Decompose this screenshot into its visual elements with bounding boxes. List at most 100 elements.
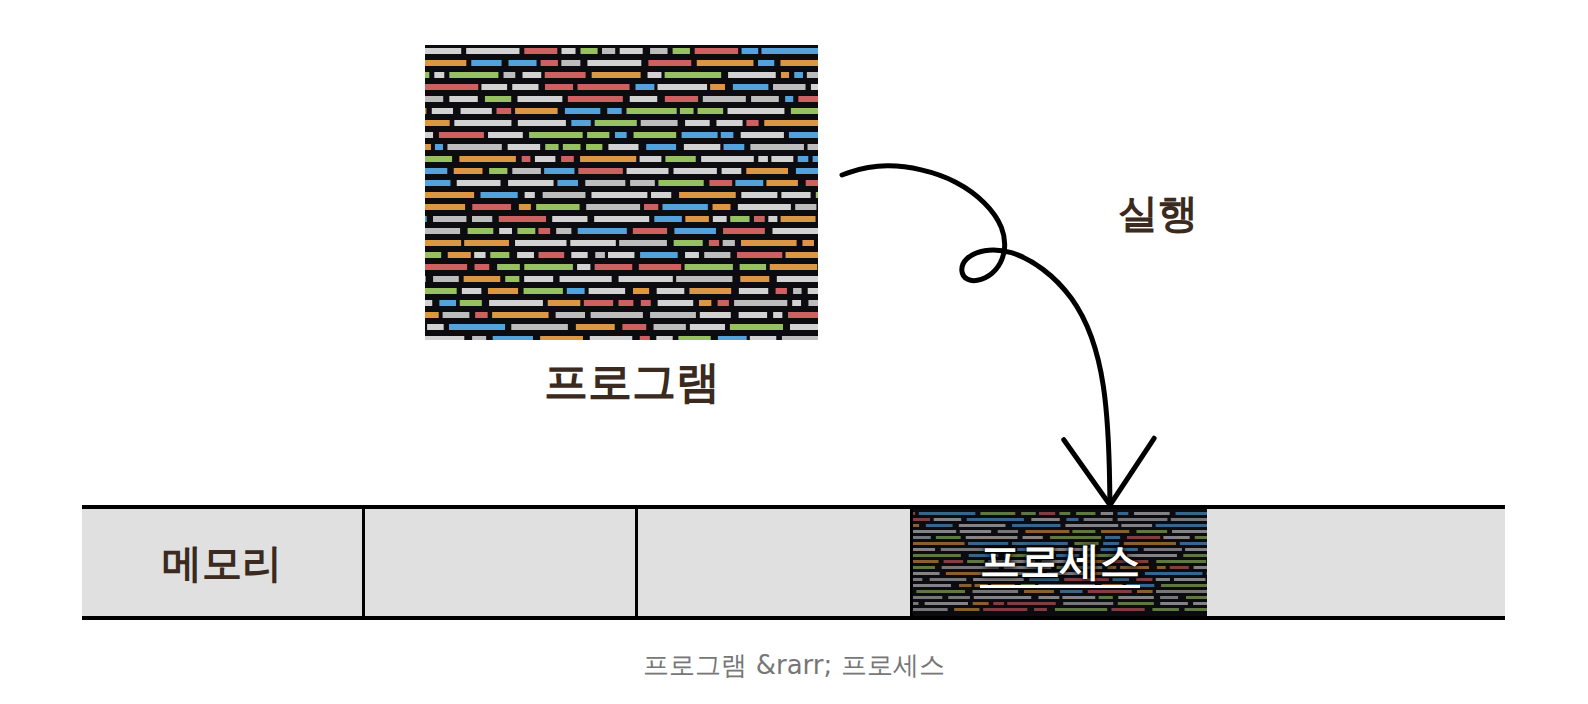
code-glyphs	[449, 72, 498, 78]
code-glyphs	[934, 518, 962, 521]
code-glyphs	[425, 228, 460, 234]
code-glyphs	[998, 530, 1018, 533]
code-glyphs	[798, 156, 809, 162]
code-glyphs	[517, 252, 534, 258]
code-glyphs	[585, 180, 625, 186]
program-card: 프로그램	[425, 45, 838, 410]
code-glyphs	[768, 216, 777, 222]
code-glyphs	[766, 180, 797, 186]
code-glyphs	[785, 96, 793, 102]
code-glyphs	[565, 108, 600, 114]
code-glyphs	[913, 548, 935, 551]
code-glyphs	[1118, 602, 1154, 605]
code-glyphs	[425, 216, 427, 222]
code-glyphs	[697, 60, 754, 66]
code-glyphs	[552, 216, 587, 222]
code-glyphs	[658, 180, 703, 186]
code-glyphs	[721, 132, 734, 138]
code-glyphs	[1121, 524, 1152, 527]
code-glyphs	[425, 180, 450, 186]
code-glyphs	[543, 192, 586, 198]
code-glyphs	[993, 602, 1004, 605]
code-glyphs	[761, 48, 818, 54]
code-glyphs	[1156, 524, 1207, 527]
code-glyphs	[648, 60, 691, 66]
code-glyphs	[788, 312, 818, 318]
code-glyphs	[615, 132, 627, 138]
code-glyphs	[619, 240, 667, 246]
code-glyphs	[773, 84, 805, 90]
code-glyphs	[1207, 572, 1208, 575]
code-glyphs	[425, 336, 464, 340]
code-glyphs	[730, 324, 783, 330]
code-glyphs	[630, 96, 658, 102]
code-glyphs	[913, 560, 939, 563]
code-glyphs	[493, 336, 533, 340]
code-glyphs	[1157, 566, 1166, 569]
code-glyphs	[771, 156, 793, 162]
code-glyphs	[1180, 542, 1207, 545]
code-glyphs	[658, 300, 694, 306]
code-glyphs	[425, 252, 441, 258]
code-glyphs	[524, 48, 557, 54]
code-glyphs	[557, 180, 578, 186]
code-glyphs	[425, 276, 426, 282]
code-glyphs	[633, 228, 667, 234]
code-glyphs	[563, 144, 581, 150]
code-glyphs	[699, 300, 711, 306]
code-glyphs	[545, 144, 558, 150]
code-glyphs	[620, 48, 643, 54]
code-glyphs	[508, 180, 553, 186]
code-glyphs	[607, 108, 621, 114]
code-glyphs	[522, 156, 531, 162]
code-glyphs	[723, 228, 765, 234]
code-glyphs	[781, 72, 789, 78]
code-glyphs	[474, 252, 485, 258]
code-glyphs	[674, 168, 717, 174]
code-glyphs	[425, 96, 443, 102]
code-glyphs	[718, 300, 729, 306]
code-glyphs	[662, 204, 707, 210]
code-glyphs	[427, 324, 444, 330]
code-glyphs	[1063, 602, 1113, 605]
process-label: 프로세스	[980, 537, 1140, 588]
code-glyphs	[695, 48, 738, 54]
code-glyphs	[724, 144, 745, 150]
code-glyphs	[930, 578, 967, 581]
code-glyphs	[524, 276, 553, 282]
code-glyphs	[913, 536, 931, 539]
code-glyphs	[425, 48, 461, 54]
code-glyphs	[738, 204, 791, 210]
code-glyphs	[567, 288, 585, 294]
code-glyphs	[644, 204, 658, 210]
code-glyphs	[959, 584, 971, 587]
code-glyphs	[665, 156, 695, 162]
code-glyphs	[449, 324, 505, 330]
code-glyphs	[750, 336, 776, 340]
code-glyphs	[657, 288, 685, 294]
code-glyphs	[425, 168, 447, 174]
code-glyphs	[723, 240, 735, 246]
code-glyphs	[457, 180, 501, 186]
code-glyphs	[658, 84, 708, 90]
code-glyphs	[540, 336, 583, 340]
code-glyphs	[798, 96, 818, 102]
code-glyphs	[973, 590, 1019, 593]
memory-label: 메모리	[82, 535, 362, 590]
code-glyphs	[1072, 530, 1095, 533]
code-glyphs	[740, 264, 766, 270]
code-glyphs	[454, 120, 511, 126]
code-glyphs	[700, 312, 731, 318]
code-glyphs	[580, 156, 636, 162]
code-glyphs	[489, 168, 507, 174]
code-glyphs	[485, 96, 511, 102]
code-glyphs	[586, 204, 640, 210]
code-glyphs	[913, 566, 935, 569]
code-glyphs	[1118, 596, 1154, 599]
code-glyphs	[1099, 596, 1113, 599]
code-glyphs	[595, 252, 605, 258]
code-glyphs	[737, 252, 782, 258]
code-glyphs	[1007, 602, 1056, 605]
code-glyphs	[434, 72, 444, 78]
code-glyphs	[571, 252, 587, 258]
